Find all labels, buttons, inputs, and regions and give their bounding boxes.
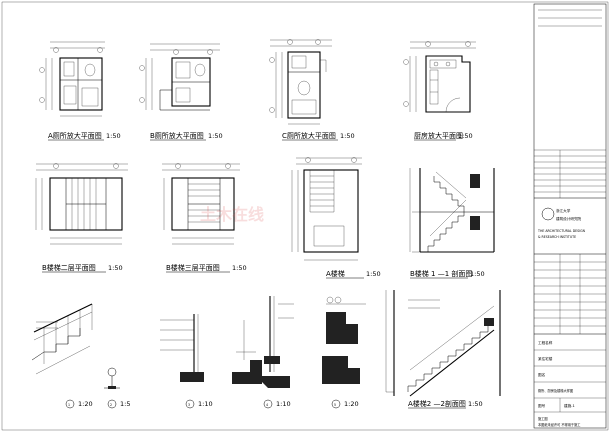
caption-stair-a-scale: 1:50 (366, 270, 381, 278)
stair-a-plan (291, 157, 362, 261)
detail-2-number: 2 (110, 403, 112, 407)
detail-2-scale: 1:5 (120, 400, 130, 408)
footer-note: 本图纸未经许可 不得用于施工 (538, 422, 581, 427)
caption-toilet-c-scale: 1:50 (340, 132, 355, 140)
toilet-b-plan (139, 43, 220, 111)
caption-toilet-a: A厕所放大平面图 (48, 131, 102, 140)
phase-text: 施工图 (538, 416, 548, 421)
drawing-label: 图名 (538, 372, 546, 377)
detail-4-marker (263, 399, 273, 409)
sheet-value: 建施-1 (564, 403, 575, 408)
sheet-label: 图号 (538, 403, 546, 408)
detail-3-marker (185, 399, 195, 409)
detail-5-scale: 1:20 (344, 400, 359, 408)
watermark-text: 土木在线 (200, 205, 264, 224)
caption-stair-b1: B楼梯 1 —1 剖面图 (410, 269, 472, 278)
caption-toilet-b-scale: 1:50 (208, 132, 223, 140)
detail-2-marker (107, 399, 117, 409)
stair-b3-plan (162, 163, 240, 245)
caption-stair-b2: B楼梯二层平面图 (42, 263, 96, 272)
project-label: 工程名称 (538, 340, 553, 345)
project-value: 某住宅楼 (538, 356, 553, 361)
detail-3-section (160, 314, 204, 382)
detail-3-scale: 1:10 (198, 400, 213, 408)
caption-kitchen-scale: 1:50 (458, 132, 473, 140)
caption-stair-a2: A楼梯2 —2剖面图 (408, 399, 466, 408)
detail-1-scale: 1:20 (78, 400, 93, 408)
institute-name-en-line1: THE ARCHITECTURAL DESIGN (537, 229, 586, 233)
detail-1-marker (65, 399, 75, 409)
institute-name-line1: 浙江大学 (556, 208, 571, 213)
caption-stair-a2-scale: 1:50 (468, 400, 483, 408)
detail-step-section (232, 320, 262, 384)
detail-1-number: 1 (68, 403, 70, 407)
title-block (533, 3, 607, 429)
caption-stair-b3-scale: 1:50 (232, 264, 247, 272)
stair-b1-section (409, 168, 495, 253)
caption-stair-b1-scale: 1:50 (470, 270, 485, 278)
institute-name-line2: 建筑设计研究院 (556, 216, 582, 221)
caption-kitchen: 厨房放大平面图 (414, 131, 463, 140)
kitchen-plan (403, 41, 476, 113)
caption-toilet-a-scale: 1:50 (106, 132, 121, 140)
detail-1-railing (31, 303, 93, 375)
stair-b2-plan (35, 163, 128, 245)
detail-5-nosing (322, 296, 366, 384)
detail-4-number: 4 (266, 403, 268, 407)
detail-3-number: 3 (188, 403, 190, 407)
caption-toilet-c: C厕所放大平面图 (282, 131, 336, 140)
detail-4-post (256, 296, 294, 388)
caption-stair-b2-scale: 1:50 (108, 264, 123, 272)
toilet-c-plan (269, 39, 332, 125)
toilet-a-plan (39, 41, 105, 117)
detail-5-number: 5 (334, 403, 336, 407)
drawing-value: 厕所、厨房及楼梯大样图 (538, 388, 573, 393)
caption-toilet-b: B厕所放大平面图 (150, 131, 204, 140)
institute-name-en-line2: & RESEARCH INSTITUTE (538, 235, 576, 239)
caption-stair-b3: B楼梯三层平面图 (166, 263, 220, 272)
caption-stair-a: A楼梯 (326, 269, 345, 278)
detail-2-handrail (104, 367, 120, 389)
stair-a2-section (385, 290, 501, 397)
institute-logo (541, 207, 555, 221)
detail-4-scale: 1:10 (276, 400, 291, 408)
detail-5-marker (331, 399, 341, 409)
